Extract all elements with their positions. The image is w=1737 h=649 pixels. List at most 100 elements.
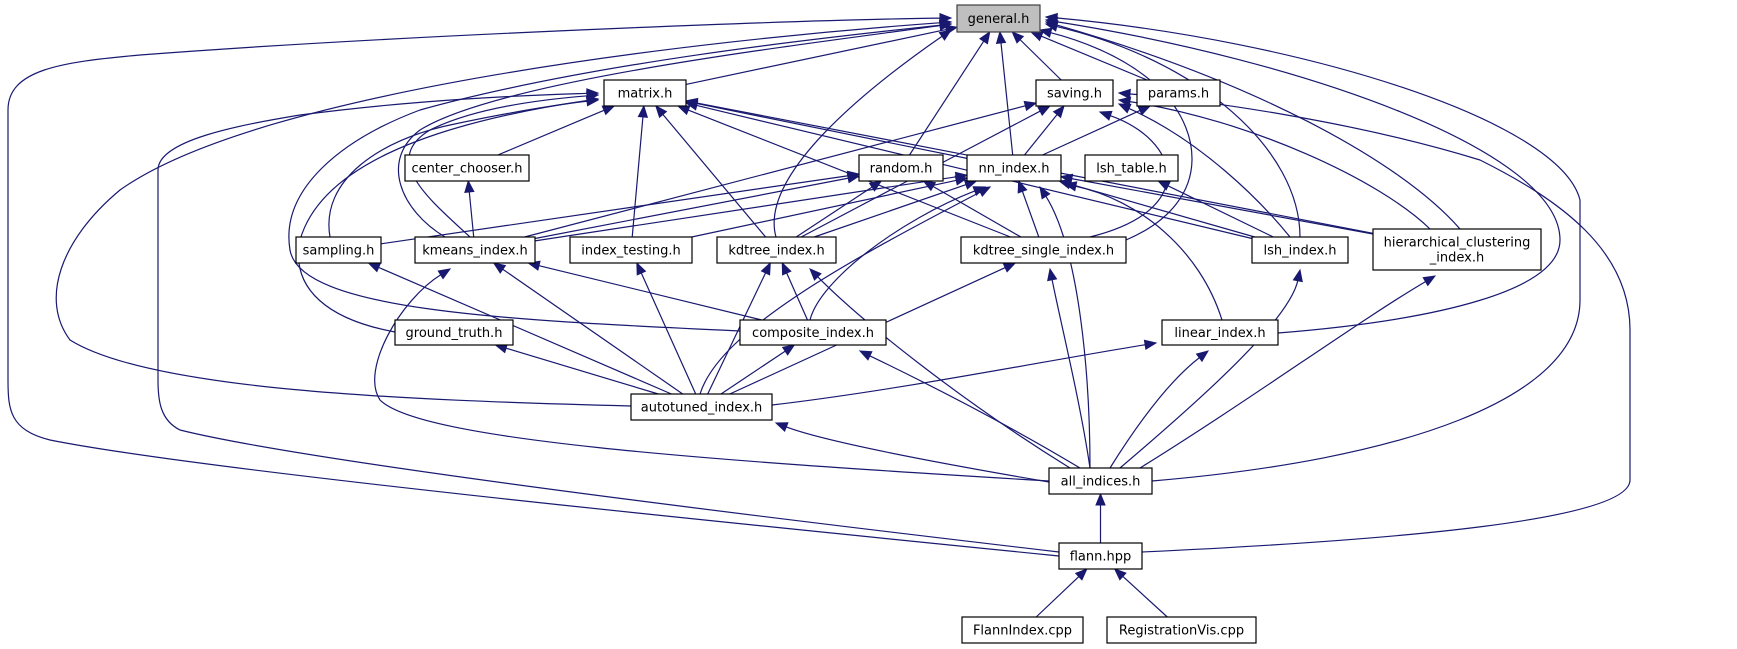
arrowhead-icon — [464, 179, 475, 193]
node-box — [1161, 319, 1279, 346]
edge-line — [661, 113, 767, 238]
node-saving[interactable]: saving.h — [1035, 79, 1114, 107]
node-lsh-index[interactable]: lsh_index.h — [1251, 236, 1349, 264]
node-box — [1048, 467, 1153, 495]
arrowhead-icon — [1011, 31, 1025, 44]
node-label: flann.hpp — [1070, 550, 1132, 565]
edge-line — [1042, 109, 1142, 156]
edge-autotuned_index-to-nn_index — [699, 186, 992, 395]
arrowhead-icon — [1157, 180, 1171, 191]
edge-line — [377, 266, 672, 395]
edge-line — [1040, 35, 1148, 81]
arrowhead-icon — [846, 173, 861, 184]
node-label: center_chooser.h — [412, 162, 523, 177]
node-label: random.h — [870, 162, 933, 177]
node-label: general.h — [968, 12, 1030, 27]
edge-line — [695, 102, 968, 159]
node-box — [603, 79, 687, 107]
node-linear-index[interactable]: linear_index.h — [1161, 319, 1279, 346]
node-all-indices[interactable]: all_indices.h — [1048, 467, 1153, 495]
node-RegistrationVis-cpp[interactable]: RegistrationVis.cpp — [1106, 616, 1257, 644]
node-sampling[interactable]: sampling.h — [295, 236, 382, 264]
edge-line — [932, 185, 1022, 238]
node-box — [716, 236, 837, 264]
arrowhead-icon — [939, 12, 953, 24]
node-params[interactable]: params.h — [1136, 79, 1221, 107]
edge-all_indices-to-kdtree_single_index — [1047, 267, 1091, 469]
edge-line — [1051, 278, 1091, 469]
edge-composite_index-to-kdtree_index — [781, 261, 809, 321]
node-label: saving.h — [1047, 87, 1102, 102]
arrowhead-icon — [781, 261, 792, 276]
node-label: matrix.h — [618, 87, 673, 102]
node-ground-truth[interactable]: ground_truth.h — [394, 319, 514, 346]
edge-kdtree_single_index-to-general — [1038, 27, 1193, 241]
arrowhead-icon — [781, 344, 796, 356]
edge-all_indices-to-kmeans_index — [374, 268, 1050, 482]
edge-line — [1044, 195, 1091, 469]
arrowhead-icon — [1195, 350, 1210, 363]
arrowhead-icon — [1037, 105, 1051, 117]
edge-line — [1055, 21, 1561, 334]
arrowhead-icon — [1038, 27, 1053, 38]
arrowhead-icon — [1047, 267, 1058, 282]
edge-line — [1035, 575, 1080, 618]
edge-line — [1055, 24, 1461, 230]
edge-sampling-to-random — [380, 170, 861, 245]
node-box — [295, 236, 382, 264]
edge-line — [1127, 107, 1291, 238]
arrowhead-icon — [1044, 12, 1058, 24]
edge-kdtree_single_index-to-matrix — [676, 105, 1011, 238]
node-box — [1084, 154, 1179, 182]
node-autotuned-index[interactable]: autotuned_index.h — [630, 393, 773, 421]
edge-line — [55, 22, 942, 407]
node-box — [569, 236, 693, 264]
node-lsh-table[interactable]: lsh_table.h — [1084, 154, 1179, 182]
edge-line — [1139, 280, 1427, 469]
edge-line — [1074, 185, 1223, 321]
edge-lsh_index-to-lsh_table — [1157, 180, 1274, 238]
node-nn-index[interactable]: nn_index.h — [966, 154, 1062, 182]
edge-line — [785, 271, 809, 321]
arrowhead-icon — [1117, 88, 1131, 100]
edge-line — [868, 354, 1081, 469]
edge-line — [1119, 279, 1299, 469]
edge-flann_hpp-to-saving — [1117, 88, 1631, 553]
edge-line — [720, 350, 787, 395]
edge-line — [1166, 184, 1274, 238]
edge-nn_index-to-general — [995, 30, 1014, 156]
node-box — [1136, 79, 1221, 107]
edge-line — [1018, 38, 1062, 81]
node-center-chooser[interactable]: center_chooser.h — [404, 154, 530, 182]
node-box — [1058, 542, 1143, 570]
node-box — [404, 154, 530, 182]
node-random[interactable]: random.h — [858, 154, 944, 182]
edge-line — [497, 109, 606, 156]
edge-line — [809, 190, 976, 321]
nodes-layer: general.h matrix.h saving.h params.h center_… — [295, 4, 1542, 644]
node-kmeans-index[interactable]: kmeans_index.h — [414, 236, 536, 264]
node-composite-index[interactable]: composite_index.h — [739, 319, 887, 346]
node-matrix[interactable]: matrix.h — [603, 79, 687, 107]
node-hierarchical-clustering-index[interactable]: hierarchical_clustering_index.h — [1372, 228, 1542, 271]
node-label: lsh_table.h — [1096, 162, 1166, 177]
arrowhead-icon — [977, 186, 992, 197]
edge-line — [288, 24, 942, 332]
edge-line — [374, 273, 1050, 482]
edge-line — [1109, 356, 1201, 469]
node-box — [630, 393, 773, 421]
arrowhead-icon — [1292, 268, 1303, 283]
arrowhead-icon — [1117, 103, 1132, 114]
node-kdtree-index[interactable]: kdtree_index.h — [716, 236, 837, 264]
arrowhead-icon — [1017, 179, 1028, 194]
node-index-testing[interactable]: index_testing.h — [569, 236, 693, 264]
edge-flann_hpp-to-general — [7, 12, 1060, 557]
edge-line — [524, 105, 1027, 238]
edge-flann_hpp-to-matrix — [157, 88, 1060, 553]
node-flann-hpp[interactable]: flann.hpp — [1058, 542, 1143, 570]
node-FlannIndex-cpp[interactable]: FlannIndex.cpp — [961, 616, 1084, 644]
node-kdtree-single-index[interactable]: kdtree_single_index.h — [960, 236, 1127, 264]
arrowhead-icon — [1023, 100, 1038, 112]
arrowhead-icon — [858, 350, 873, 361]
node-general[interactable]: general.h — [956, 4, 1041, 33]
